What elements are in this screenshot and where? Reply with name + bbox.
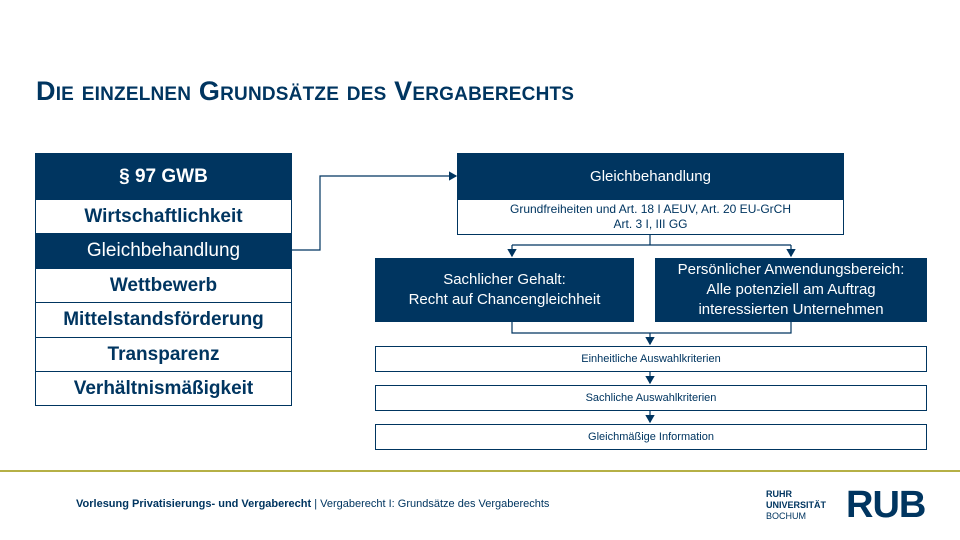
logo-line: UNIVERSITÄT bbox=[766, 500, 827, 510]
university-logo-text: RUHR UNIVERSITÄT BOCHUM bbox=[766, 489, 826, 522]
step-einheitliche-auswahlkriterien: Einheitliche Auswahlkriterien bbox=[375, 346, 927, 372]
principle-mittelstandsfoerderung: Mittelstandsförderung bbox=[35, 302, 292, 338]
step-gleichmaessige-information: Gleichmäßige Information bbox=[375, 424, 927, 450]
principle-gleichbehandlung: Gleichbehandlung bbox=[35, 233, 292, 268]
logo-line: BOCHUM bbox=[766, 511, 806, 521]
page-title: Die einzelnen Grundsätze des Vergaberech… bbox=[36, 76, 575, 106]
box-line: Persönlicher Anwendungsbereich: bbox=[677, 261, 905, 278]
box-line: Sachlicher Gehalt: bbox=[443, 271, 566, 288]
gleichbehandlung-title: Gleichbehandlung bbox=[457, 153, 844, 200]
legal-source-line: Grundfreiheiten und Art. 18 I AEUV, Art.… bbox=[509, 202, 792, 216]
box-line: Recht auf Chancengleichheit bbox=[408, 291, 601, 308]
footer-separator: | bbox=[311, 498, 321, 510]
box-line: Alle potenziell am Auftrag bbox=[706, 281, 876, 298]
principle-wettbewerb: Wettbewerb bbox=[35, 268, 292, 303]
legal-sources: Grundfreiheiten und Art. 18 I AEUV, Art.… bbox=[457, 199, 844, 235]
merge-line bbox=[511, 321, 792, 344]
principle-transparenz: Transparenz bbox=[35, 337, 292, 372]
split-line bbox=[512, 234, 791, 246]
footer-divider bbox=[0, 470, 960, 472]
sachlicher-gehalt-box: Sachlicher Gehalt: Recht auf Chancenglei… bbox=[375, 258, 634, 322]
principle-verhaeltnismaessigkeit: Verhältnismäßigkeit bbox=[35, 371, 292, 406]
arrow-to-gleichbehandlung bbox=[292, 171, 458, 251]
box-line: interessierten Unternehmen bbox=[698, 301, 884, 318]
rub-logo: RUB bbox=[846, 484, 926, 526]
gwb-header: § 97 GWB bbox=[35, 153, 292, 200]
footer-text: Vorlesung Privatisierungs- und Vergabere… bbox=[76, 498, 549, 510]
persoenlicher-anwendungsbereich-box: Persönlicher Anwendungsbereich: Alle pot… bbox=[655, 258, 927, 322]
footer-topic: Vergaberecht I: Grundsätze des Vergabere… bbox=[320, 498, 550, 510]
step-sachliche-auswahlkriterien: Sachliche Auswahlkriterien bbox=[375, 385, 927, 411]
footer-lecture: Vorlesung Privatisierungs- und Vergabere… bbox=[76, 498, 312, 510]
logo-line: RUHR bbox=[766, 489, 792, 499]
legal-source-line: Art. 3 I, III GG bbox=[613, 217, 688, 231]
